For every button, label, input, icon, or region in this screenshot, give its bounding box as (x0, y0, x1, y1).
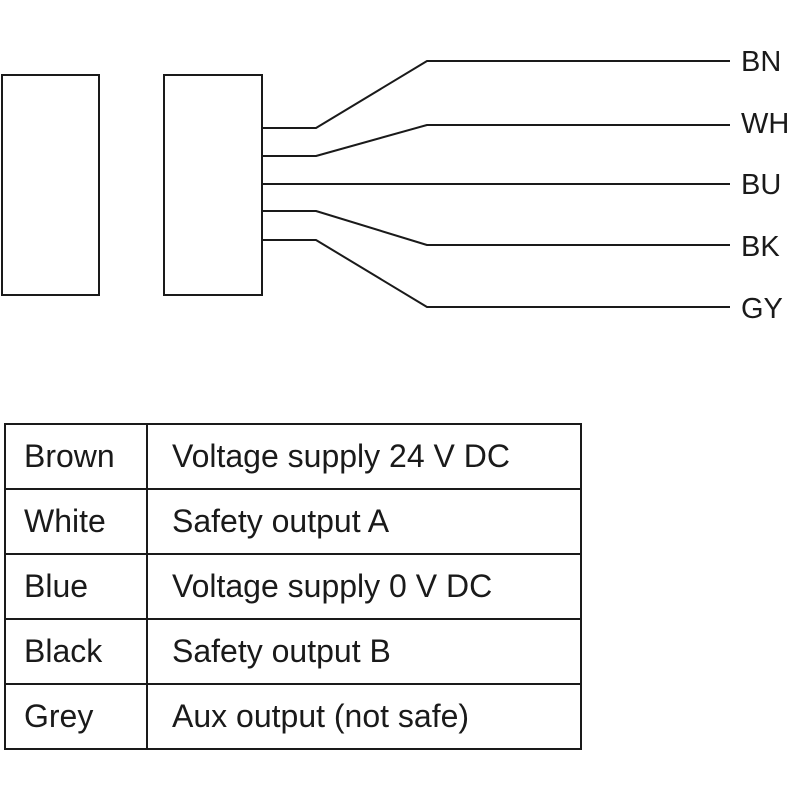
wire-label-wh: WH (741, 108, 789, 140)
wire-function-cell: Aux output (not safe) (146, 683, 582, 750)
wire-function-cell: Safety output A (146, 488, 582, 555)
wire-function-cell: Voltage supply 0 V DC (146, 553, 582, 620)
wire-bn (262, 60, 730, 129)
wire-color-cell: Blue (4, 553, 148, 620)
wire-legend-table: Brown Voltage supply 24 V DC White Safet… (4, 423, 582, 750)
wire-bk (262, 210, 730, 246)
wire-gy (262, 239, 730, 308)
wire-label-bk: BK (741, 231, 780, 263)
wire-wh (262, 124, 730, 157)
wire-color-cell: Brown (4, 423, 148, 490)
wire-label-bu: BU (741, 169, 781, 201)
actuator-block (1, 74, 100, 296)
table-row: White Safety output A (4, 488, 582, 555)
wire-function-cell: Safety output B (146, 618, 582, 685)
table-row: Blue Voltage supply 0 V DC (4, 553, 582, 620)
wire-color-cell: Grey (4, 683, 148, 750)
table-row: Brown Voltage supply 24 V DC (4, 423, 582, 490)
wire-label-bn: BN (741, 46, 781, 78)
wire-color-cell: White (4, 488, 148, 555)
table-row: Black Safety output B (4, 618, 582, 685)
wire-label-gy: GY (741, 293, 783, 325)
table-row: Grey Aux output (not safe) (4, 683, 582, 750)
wiring-diagram: BN WH BU BK GY (1, 46, 789, 325)
sensor-block (163, 74, 263, 296)
wire-color-cell: Black (4, 618, 148, 685)
wire-function-cell: Voltage supply 24 V DC (146, 423, 582, 490)
